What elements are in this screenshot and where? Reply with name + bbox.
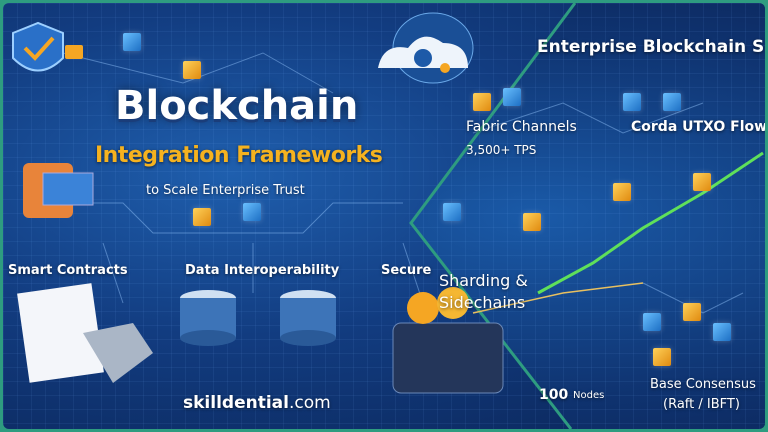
growth-arrow-icon — [537, 151, 764, 295]
label-corda-utxo: Corda UTXO Flow — [631, 119, 765, 135]
block-cube-icon — [503, 88, 521, 106]
block-cube-icon — [653, 348, 671, 366]
nodes-label: Nodes — [573, 390, 605, 401]
shield-check-icon — [12, 21, 64, 72]
robot-hand-icon — [83, 323, 153, 383]
block-cube-icon — [193, 208, 211, 226]
padlock-icon — [65, 45, 83, 59]
label-base-consensus: Base Consensus — [650, 377, 756, 392]
block-cube-icon — [693, 173, 711, 191]
label-consensus-detail: (Raft / IBFT) — [663, 397, 740, 412]
block-cube-icon — [123, 33, 141, 51]
contract-document-icon — [17, 283, 104, 383]
brand-suffix: .com — [288, 393, 331, 413]
brand-logo[interactable]: skilldential.com — [183, 393, 331, 413]
label-sidechains: Sidechains — [439, 293, 526, 312]
right-title: Enterprise Blockchain S — [537, 37, 765, 57]
brand-name: skilldential — [183, 393, 289, 413]
label-tps: 3,500+ TPS — [466, 143, 537, 157]
database-icon — [180, 290, 336, 346]
block-cube-icon — [623, 93, 641, 111]
main-title: Blockchain — [115, 83, 359, 129]
label-secure: Secure — [381, 263, 432, 278]
block-cube-icon — [183, 61, 201, 79]
label-sharding: Sharding & — [439, 271, 528, 290]
label-data-interoperability: Data Interoperability — [185, 263, 340, 278]
block-cube-icon — [613, 183, 631, 201]
diagonal-divider — [409, 3, 577, 429]
block-cube-icon — [443, 203, 461, 221]
label-smart-contracts: Smart Contracts — [8, 263, 128, 278]
block-cube-icon — [663, 93, 681, 111]
tagline: to Scale Enterprise Trust — [146, 183, 305, 198]
subtitle: Integration Frameworks — [95, 143, 383, 168]
network-lines — [12, 3, 764, 429]
block-cube-icon — [523, 213, 541, 231]
wallet-icon — [392, 322, 504, 394]
bitcoin-coin-icon — [407, 292, 439, 324]
block-cube-icon — [713, 323, 731, 341]
block-cube-icon — [473, 93, 491, 111]
label-fabric-channels: Fabric Channels — [466, 119, 577, 135]
block-cube-icon — [643, 313, 661, 331]
block-cube-icon — [243, 203, 261, 221]
nodes-value: 100 — [539, 387, 569, 403]
banner: Blockchain Integration Frameworks to Sca… — [3, 3, 765, 429]
block-cube-icon — [683, 303, 701, 321]
